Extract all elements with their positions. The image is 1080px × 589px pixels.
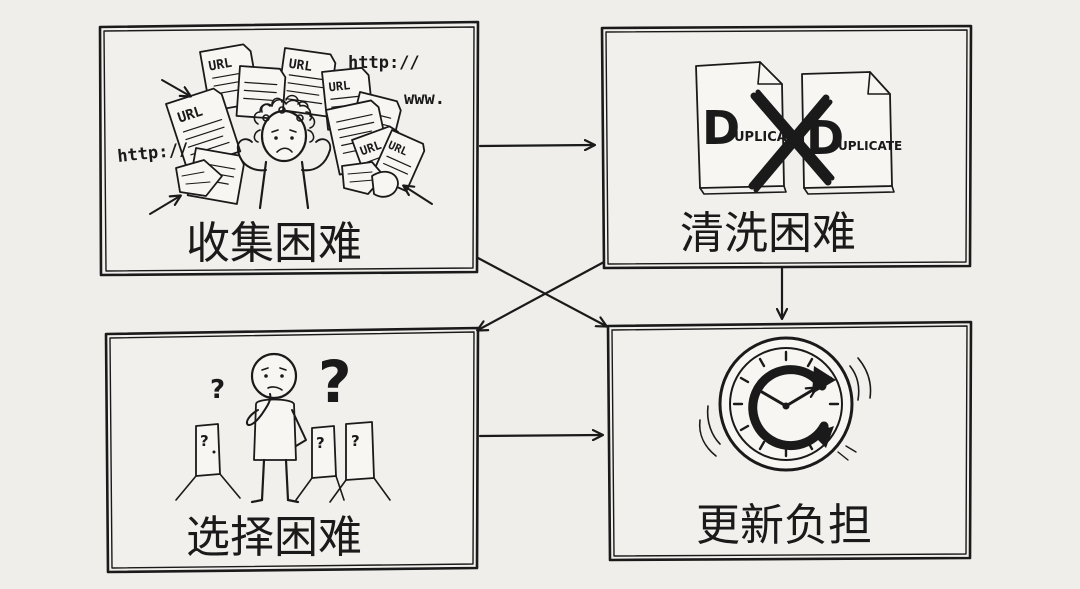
panel-label-collect: 收集困难	[186, 218, 362, 269]
clock-icon	[720, 338, 852, 470]
door-question-mark: ?	[316, 434, 325, 452]
panel-clean: D UPLICATE D UPLICATE 清洗困难	[602, 26, 971, 268]
door-question-mark: ?	[351, 432, 360, 450]
panel-choose: ? ? ? ? ? 选	[106, 328, 478, 572]
arrow-choose-to-update	[480, 435, 602, 436]
doc-text: UPLICATE	[838, 139, 902, 153]
http-text: http://	[348, 53, 420, 73]
question-mark-large: ?	[318, 348, 352, 416]
arrow-clean-to-choose	[478, 262, 604, 330]
door-question-mark: ?	[200, 432, 209, 450]
panel-update: 更新负担	[608, 322, 971, 560]
arrow-collect-to-clean	[480, 145, 594, 146]
panel-label-clean: 清洗困难	[680, 208, 856, 259]
question-mark-small: ?	[210, 375, 225, 405]
url-tag: URL	[328, 78, 351, 94]
doc-letter: D	[702, 101, 740, 155]
duplicate-document-right: D UPLICATE	[802, 72, 902, 194]
arrow-collect-to-update	[478, 258, 606, 326]
panel-collect: URL URL URL URL	[100, 22, 478, 275]
panel-label-update: 更新负担	[696, 500, 872, 551]
panel-label-choose: 选择困难	[186, 512, 362, 563]
www-text: www.	[404, 89, 445, 109]
